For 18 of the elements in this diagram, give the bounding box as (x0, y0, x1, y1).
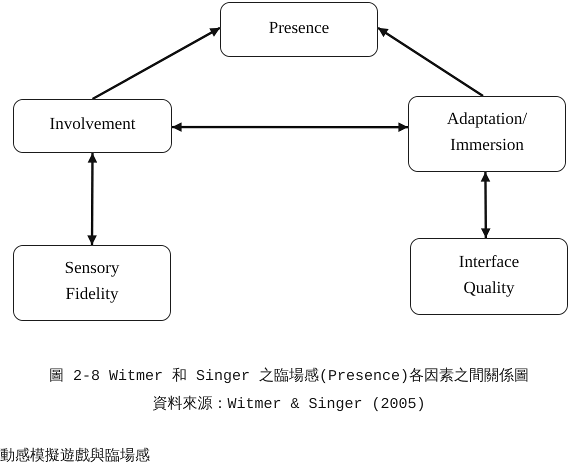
node-label: Interface Quality (458, 250, 520, 299)
rounded-box (410, 238, 568, 315)
arrow (92, 26, 221, 100)
rounded-box (220, 2, 378, 57)
figure-caption: 圖 2-8 Witmer 和 Singer 之臨場感(Presence)各因素之間關係圖 (48, 367, 530, 387)
source-note: 資料來源：Witmer & Singer (2005) (152, 396, 426, 414)
rounded-box (13, 245, 171, 321)
arrow (377, 26, 484, 97)
double-arrow (480, 172, 491, 238)
double-arrow (87, 153, 98, 245)
node-label: Presence (268, 16, 330, 38)
node-label: Adaptation/ Immersion (446, 108, 528, 156)
section-heading: 動感模擬遊戲與臨場感 (0, 448, 150, 465)
node-label: Involvement (50, 113, 136, 135)
node-label: Sensory Fidelity (64, 257, 120, 305)
double-arrow (172, 122, 408, 132)
rounded-box (408, 96, 566, 172)
rounded-box (13, 99, 172, 153)
